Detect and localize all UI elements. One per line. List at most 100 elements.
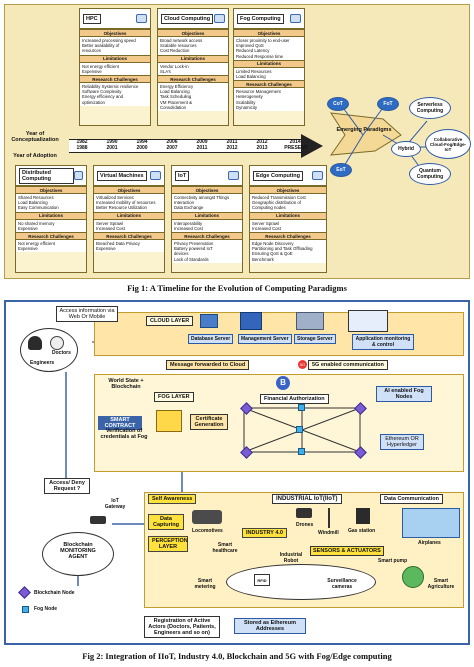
emerging-paradigms-label: Emerging Paradigms [336,127,392,133]
drones-label: Drones [296,522,314,528]
challenges-header: Research Challenges [234,80,304,89]
management-server-icon [240,312,262,330]
blockchain-agent-label: Blockchain MONITORING AGENT [60,542,96,560]
storage-server-icon [296,312,324,330]
access-info-label: Access information via Web Or Mobile [56,306,118,322]
fog-node-legend-icon [22,606,29,613]
perception-layer-label: PERCEPTION LAYER [148,536,188,552]
objectives-header: Objectives [250,186,326,194]
agriculture-icon [402,566,424,588]
iot-card: IoT Objectives Connectivity amongst Thin… [171,165,243,273]
self-awareness-label: Self Awareness [148,494,197,504]
database-server-icon [200,314,218,328]
industrial-robot-label: Industrial Robot [279,552,303,564]
drone-icon [296,508,312,518]
fog-node-label: Fog Node [34,606,58,612]
industry40-label: INDUSTRY 4.0 [242,528,287,538]
locomotive-icon [192,510,222,524]
certificate-gen-label: Certificate Generation [190,414,228,430]
ethereum-label: Ethereum OR Hyperledger [380,434,424,450]
timeline-arrowhead [301,134,323,158]
challenges-header: Research Challenges [172,232,242,241]
registration-label: Registration of Active Actors (Doctors, … [144,616,220,638]
timeline-bar [69,139,305,153]
blockchain-node-label: Blockchain Node [34,590,75,596]
distributed-title: Distributed Computing [19,167,74,184]
cot-node: CoT [327,97,349,111]
limitations-header: Limitations [158,54,228,63]
sensors-ellipse [226,564,376,600]
challenges-header: Research Challenges [250,232,326,241]
hybrid-node: Hybrid [391,141,421,157]
msg-forwarded-label: Message forwarded to Cloud [166,360,250,370]
iot-title: IoT [175,170,190,181]
server-icon [136,14,147,23]
fog-node [298,404,305,411]
cloud-icon [290,14,301,23]
cloud-icon [214,14,225,23]
limitations-header: Limitations [250,211,326,220]
gas-station-label: Gas station [348,528,376,534]
objectives-header: Objectives [158,29,228,37]
iot-icon [228,171,239,180]
fog-layer-label: FOG LAYER [154,392,194,402]
network-icon [73,171,83,180]
bitcoin-icon: B [276,376,290,390]
edge-title: Edge Computing [253,170,303,181]
objectives-header: Objectives [16,186,86,194]
fog-title: Fog Computing [237,13,284,24]
quantum-node: Quantum Computing [409,163,451,185]
fig2-integration-diagram: CLOUD LAYER Database Server Management S… [4,300,470,645]
certificate-icon [156,410,182,432]
fig1-timeline-diagram: HPC Objectives Increased processing spee… [4,4,471,279]
database-server-label: Database Server [188,334,234,344]
collaborative-node: Collaborative Cloud-Fog/Edge-IoT [425,129,471,159]
stored-eth-label: Stored as Ethereum Addresses [234,618,306,634]
limitations-header: Limitations [234,59,304,68]
conceptualization-label: Year of Conceptualization [11,131,59,143]
application-devices-icon [348,310,388,332]
serverless-node: Serverless Computing [409,97,451,119]
doctor-icon [50,336,64,350]
smart-contract-label: SMART CONTRACT [98,416,142,430]
fot-node: FoT [377,97,399,111]
cloud-card: Cloud Computing Objectives Broad network… [157,8,229,126]
smart-metering-label: Smart metering [194,578,216,590]
smart-healthcare-label: Smart healthcare [212,542,238,554]
doctors-engineers-circle [20,328,78,372]
surveillance-label: Surveillance cameras [327,578,357,590]
engineer-icon [28,336,42,350]
objectives-header: Objectives [172,186,242,194]
airplanes-label: Airplanes [418,540,441,546]
gateway-icon [90,516,106,524]
sensors-label: SENSORS & ACTUATORS [310,546,384,556]
cloud-title: Cloud Computing [161,13,214,24]
challenges-header: Research Challenges [94,232,164,241]
hpc-title: HPC [83,13,101,24]
5g-comm-label: 5G enabled communication [308,360,388,370]
industrial-iot-label: INDUSTRIAL IoT(IIoT) [272,494,342,504]
limitations-header: Limitations [172,211,242,220]
objectives-header: Objectives [94,186,164,194]
objectives-header: Objectives [234,29,304,37]
limitations-header: Limitations [16,211,86,220]
